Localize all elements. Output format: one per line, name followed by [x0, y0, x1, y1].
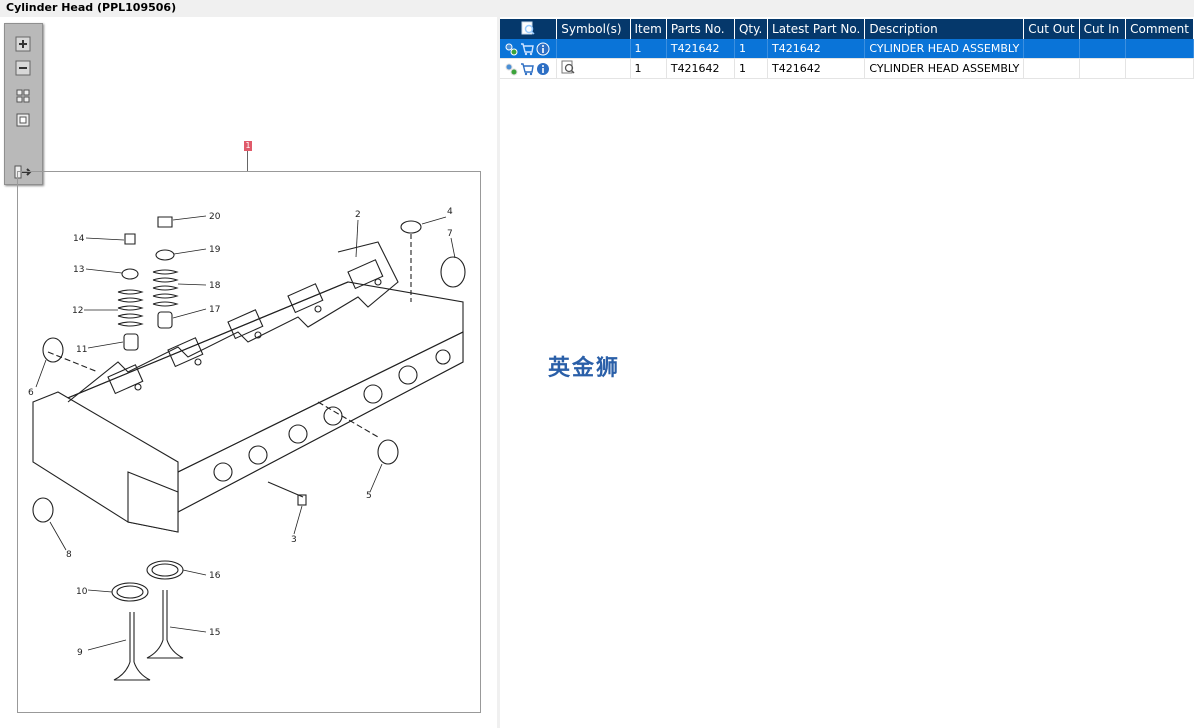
watermark-logo: 英金狮	[548, 356, 621, 381]
row-latest-part-no: T421642	[767, 58, 866, 79]
column-header-comment[interactable]: Comment	[1125, 19, 1194, 39]
column-header-item[interactable]: Item	[630, 19, 667, 39]
parts-table: Symbol(s) Item Parts No. Qty. Latest Par…	[500, 19, 1194, 79]
callout-8: 8	[66, 550, 72, 560]
zoom-out-icon[interactable]	[14, 60, 32, 76]
row-description: CYLINDER HEAD ASSEMBLY	[864, 58, 1025, 79]
callout-5: 5	[366, 491, 372, 501]
cart-icon[interactable]	[520, 42, 534, 56]
window-title: Cylinder Head (PPL109506)	[6, 1, 177, 14]
callout-leader	[247, 151, 248, 171]
exploded-diagram-frame: 2 3 4 5 6 7 8 9 10 11 12 13 14 15 16 17 …	[17, 171, 481, 713]
gear-icon[interactable]	[504, 62, 518, 76]
row-item: 1	[630, 39, 667, 59]
callout-9: 9	[77, 648, 83, 658]
title-bar: Cylinder Head (PPL109506)	[0, 0, 1194, 17]
column-header-description[interactable]: Description	[864, 19, 1025, 39]
cart-icon[interactable]	[520, 62, 534, 76]
column-header-qty[interactable]: Qty.	[734, 19, 769, 39]
row-symbols	[556, 39, 631, 59]
find-in-drawing-icon[interactable]	[561, 60, 575, 74]
callout-15: 15	[209, 628, 220, 638]
gear-icon[interactable]	[504, 42, 518, 56]
callout-2: 2	[355, 210, 361, 220]
callout-4: 4	[447, 207, 453, 217]
column-header-cut-in[interactable]: Cut In	[1079, 19, 1127, 39]
callout-10: 10	[76, 587, 88, 597]
row-actions	[500, 39, 558, 59]
zoom-in-icon[interactable]	[14, 36, 32, 52]
callout-18: 18	[209, 281, 221, 291]
fit-all-icon[interactable]	[14, 88, 32, 104]
drawing-pane[interactable]: 1	[0, 17, 497, 728]
row-part-no: T421642	[666, 58, 735, 79]
callout-7: 7	[447, 229, 453, 239]
row-qty: 1	[734, 39, 769, 59]
callout-17: 17	[209, 305, 220, 315]
callout-12: 12	[72, 306, 83, 316]
row-part-no: T421642	[666, 39, 735, 59]
row-actions	[500, 58, 558, 79]
row-latest-part-no: T421642	[767, 39, 866, 59]
table-row[interactable]: 1 T421642 1 T421642 CYLINDER HEAD ASSEMB…	[500, 58, 1194, 79]
row-cut-out	[1023, 39, 1080, 59]
cylinder-head-diagram: 2 3 4 5 6 7 8 9 10 11 12 13 14 15 16 17 …	[28, 207, 466, 681]
column-header-icons[interactable]	[500, 19, 558, 39]
row-description: CYLINDER HEAD ASSEMBLY	[864, 39, 1025, 59]
column-header-symbols[interactable]: Symbol(s)	[556, 19, 631, 39]
row-cut-out	[1023, 58, 1080, 79]
column-header-parts-no[interactable]: Parts No.	[666, 19, 735, 39]
callout-13: 13	[73, 265, 84, 275]
callout-11: 11	[76, 345, 87, 355]
callout-marker[interactable]: 1	[244, 141, 252, 151]
actual-size-icon[interactable]	[14, 112, 32, 128]
column-header-cut-out[interactable]: Cut Out	[1023, 19, 1080, 39]
pane-splitter[interactable]	[497, 17, 500, 728]
column-header-latest-part-no[interactable]: Latest Part No.	[767, 19, 866, 39]
parts-list-pane: Symbol(s) Item Parts No. Qty. Latest Par…	[500, 17, 1194, 728]
drawing-toolbox	[4, 23, 43, 185]
callout-6: 6	[28, 388, 34, 398]
table-header-row: Symbol(s) Item Parts No. Qty. Latest Par…	[500, 19, 1194, 39]
row-item: 1	[630, 58, 667, 79]
callout-14: 14	[73, 234, 85, 244]
row-comment	[1125, 58, 1194, 79]
row-qty: 1	[734, 58, 769, 79]
info-icon[interactable]	[536, 62, 550, 76]
find-part-icon[interactable]	[521, 21, 535, 35]
info-icon[interactable]	[536, 42, 550, 56]
toggle-pane-icon[interactable]	[14, 164, 32, 180]
row-cut-in	[1079, 58, 1127, 79]
row-comment	[1125, 39, 1194, 59]
callout-19: 19	[209, 245, 221, 255]
row-symbols	[556, 58, 631, 79]
callout-20: 20	[209, 212, 221, 222]
callout-16: 16	[209, 571, 221, 581]
row-cut-in	[1079, 39, 1127, 59]
callout-3: 3	[291, 535, 297, 545]
table-row[interactable]: 1 T421642 1 T421642 CYLINDER HEAD ASSEMB…	[500, 39, 1194, 59]
